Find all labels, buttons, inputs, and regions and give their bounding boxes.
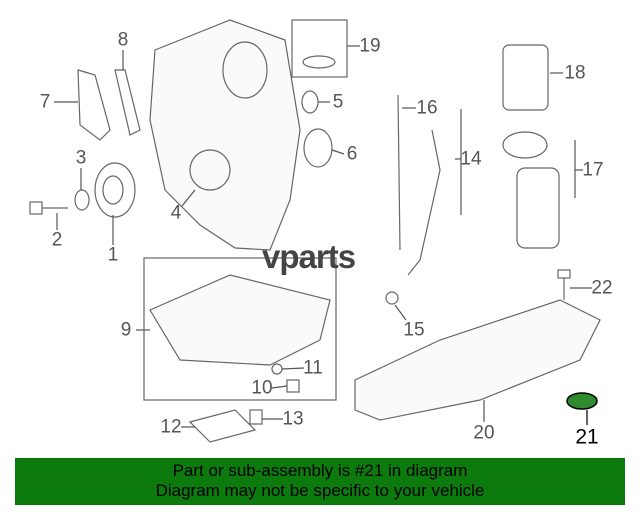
bracket-8: [114, 69, 141, 136]
callout-4: 4: [170, 202, 182, 224]
pulley: [94, 162, 136, 218]
oil-filter-housing: [502, 44, 560, 249]
callout-18: 18: [564, 62, 586, 84]
banner-line-1: Part or sub-assembly is #21 in diagram: [172, 461, 468, 480]
leader-lines: [54, 45, 592, 428]
callout-20: 20: [473, 422, 495, 444]
callout-12: 12: [160, 416, 182, 438]
callout-19: 19: [359, 35, 381, 57]
seal-11: [271, 363, 283, 375]
nut-15: [385, 291, 399, 305]
washer-3: [74, 189, 90, 211]
oil-pan: [149, 274, 331, 366]
callout-10: 10: [251, 377, 273, 399]
callout-14: 14: [460, 148, 482, 170]
timing-cover: [149, 19, 301, 251]
info-banner: Part or sub-assembly is #21 in diagram D…: [15, 458, 625, 505]
callout-5: 5: [332, 91, 344, 113]
gasket-12: [188, 409, 257, 443]
gasket-21-highlighted[interactable]: [566, 392, 598, 410]
callout-8: 8: [117, 29, 129, 51]
bracket-7: [77, 69, 111, 141]
plug-10: [286, 379, 300, 393]
bolt-22: [557, 269, 571, 300]
logo: vparts: [262, 238, 356, 275]
dipstick: [397, 94, 441, 276]
callout-6: 6: [346, 143, 358, 165]
callout-13: 13: [282, 408, 304, 430]
callout-7: 7: [39, 91, 51, 113]
bolt-2: [29, 201, 68, 215]
callout-17: 17: [582, 159, 604, 181]
callout-9: 9: [120, 319, 132, 341]
inset-box-19: [291, 19, 348, 78]
callout-22: 22: [591, 277, 613, 299]
banner-line-2: Diagram may not be specific to your vehi…: [155, 481, 485, 500]
callout-3: 3: [75, 147, 87, 169]
callout-21: 21: [575, 425, 599, 449]
intake-manifold: [354, 299, 601, 421]
seal-5: [301, 90, 319, 114]
callout-15: 15: [403, 319, 425, 341]
inset-box-9: [143, 257, 337, 401]
callout-16: 16: [416, 97, 438, 119]
callout-11: 11: [303, 357, 323, 379]
seal-6: [303, 128, 333, 168]
gasket-19: [302, 55, 336, 69]
sensor-13: [249, 409, 263, 425]
callout-2: 2: [51, 229, 63, 251]
callout-1: 1: [107, 244, 119, 266]
